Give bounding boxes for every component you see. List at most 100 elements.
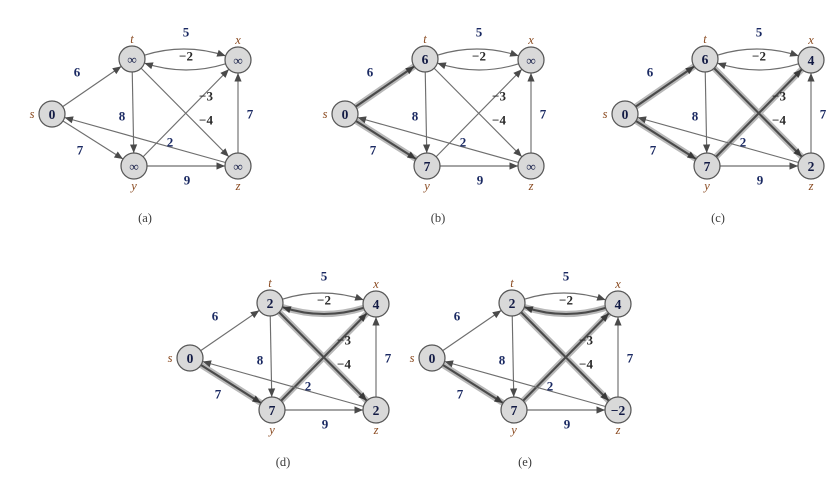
- arrow-head-icon: [358, 313, 367, 322]
- arrow-head-icon: [354, 293, 364, 301]
- edge-weight-t-x: 5: [476, 25, 483, 40]
- node-label-z: z: [235, 179, 241, 193]
- edge-weight-t-z: −4: [492, 113, 506, 128]
- arrow-head-icon: [220, 148, 229, 157]
- node-t: 6t: [411, 32, 439, 73]
- node-value-z: 2: [808, 159, 815, 174]
- node-circle-s: [38, 100, 66, 128]
- node-value-y: ∞: [129, 159, 138, 174]
- edge-t-z: [433, 67, 523, 158]
- edge-weight-t-x: 5: [563, 269, 570, 284]
- node-circle-z: [224, 152, 252, 180]
- node-value-x: ∞: [233, 53, 242, 68]
- node-label-y: y: [422, 179, 430, 193]
- node-x: 4x: [797, 33, 825, 74]
- edge-weight-s-t: 6: [367, 65, 374, 80]
- edge-weight-t-z: −4: [579, 357, 593, 372]
- arrow-head-icon: [527, 73, 535, 82]
- edge-y-x: [522, 312, 610, 402]
- node-value-s: 0: [49, 107, 56, 122]
- arrow-head-icon: [493, 395, 504, 404]
- edge-weight-t-z: −4: [199, 113, 213, 128]
- edge-weight-s-t: 6: [454, 309, 461, 324]
- node-value-t: 6: [702, 52, 709, 67]
- node-circle-t: [256, 289, 284, 317]
- node-y: 7y: [413, 152, 441, 193]
- node-circle-x: [517, 46, 545, 74]
- edge-s-y: [442, 364, 504, 404]
- node-label-x: x: [372, 277, 379, 291]
- node-label-x: x: [807, 33, 814, 47]
- arrow-head-icon: [267, 388, 276, 398]
- edge-weight-t-y: 8: [692, 109, 699, 124]
- arrow-head-icon: [251, 395, 262, 404]
- node-label-y: y: [702, 179, 710, 193]
- edge-weight-s-t: 6: [647, 65, 654, 80]
- edge-weight-t-z: −4: [772, 113, 786, 128]
- node-label-s: s: [30, 107, 35, 121]
- arrow-head-icon: [807, 73, 815, 82]
- edge-y-x: [142, 68, 230, 158]
- edge-weight-t-y: 8: [499, 353, 506, 368]
- edge-x-t: [437, 62, 519, 71]
- edge-weight-z-x: 7: [247, 107, 254, 122]
- node-label-s: s: [410, 351, 415, 365]
- node-value-t: ∞: [127, 52, 136, 67]
- node-circle-s: [331, 100, 359, 128]
- arrow-head-icon: [144, 62, 154, 70]
- edge-z-s: [637, 116, 799, 164]
- node-label-s: s: [603, 107, 608, 121]
- node-value-x: 4: [808, 53, 815, 68]
- edge-t-y: [269, 315, 273, 398]
- edge-weight-s-y: 7: [650, 143, 657, 158]
- node-label-z: z: [615, 423, 621, 437]
- arrow-head-icon: [596, 406, 605, 414]
- arrow-head-icon: [437, 62, 447, 70]
- arrow-head-icon: [513, 148, 522, 157]
- node-label-z: z: [528, 179, 534, 193]
- edge-t-z: [140, 67, 230, 158]
- edge-weight-x-t: −2: [752, 49, 766, 64]
- arrow-head-icon: [220, 69, 229, 78]
- edge-x-t: [717, 62, 799, 71]
- node-circle-y: [693, 152, 721, 180]
- edge-weight-y-x: −3: [492, 89, 506, 104]
- edge-z-s: [444, 360, 606, 408]
- node-value-z: 2: [373, 403, 380, 418]
- node-circle-t: [498, 289, 526, 317]
- edge-s-y: [635, 120, 697, 160]
- node-value-z: ∞: [526, 159, 535, 174]
- node-label-y: y: [509, 423, 517, 437]
- node-z: ∞z: [517, 152, 545, 193]
- arrow-head-icon: [509, 162, 518, 170]
- edge-weight-s-y: 7: [457, 387, 464, 402]
- edge-s-t: [200, 309, 260, 352]
- panel-e-caption: (e): [518, 455, 532, 469]
- edge-z-s: [202, 360, 364, 408]
- node-value-y: 7: [269, 403, 276, 418]
- node-t: ∞t: [118, 32, 146, 73]
- node-value-t: 6: [422, 52, 429, 67]
- node-circle-y: [413, 152, 441, 180]
- edge-t-y: [131, 71, 135, 154]
- edge-weight-z-s: 2: [460, 135, 467, 150]
- edge-weight-x-t: −2: [559, 293, 573, 308]
- node-label-t: t: [268, 276, 272, 290]
- node-value-z: −2: [611, 403, 626, 418]
- arrow-head-icon: [513, 69, 522, 78]
- node-circle-t: [411, 45, 439, 73]
- node-s: 0s: [603, 100, 639, 128]
- node-label-z: z: [373, 423, 379, 437]
- node-z: 2z: [797, 152, 825, 193]
- edge-y-x: [435, 68, 523, 158]
- arrow-head-icon: [405, 66, 415, 75]
- arrow-head-icon: [524, 306, 534, 314]
- arrow-head-icon: [202, 360, 212, 368]
- arrow-head-icon: [64, 116, 74, 124]
